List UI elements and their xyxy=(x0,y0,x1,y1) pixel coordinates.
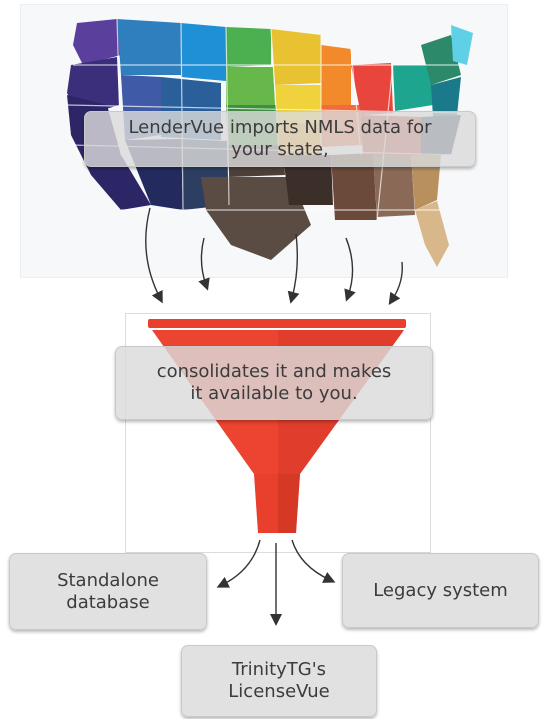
consolidate-step-text: consolidates it and makes it available t… xyxy=(156,361,392,404)
standalone-database-text: Standalone database xyxy=(57,569,159,613)
licensevue-text: TrinityTG's LicenseVue xyxy=(228,659,330,702)
consolidate-step-label: consolidates it and makes it available t… xyxy=(115,346,433,420)
funnel-to-output-arrows xyxy=(216,539,336,626)
import-step-text: LenderVue imports NMLS data for your sta… xyxy=(128,117,432,160)
licensevue-box: TrinityTG's LicenseVue xyxy=(181,645,377,717)
legacy-system-box: Legacy system xyxy=(342,553,539,628)
legacy-system-text: Legacy system xyxy=(373,579,508,601)
standalone-database-box: Standalone database xyxy=(9,553,207,630)
map-to-funnel-arrows xyxy=(145,207,403,305)
import-step-label: LenderVue imports NMLS data for your sta… xyxy=(84,111,476,167)
